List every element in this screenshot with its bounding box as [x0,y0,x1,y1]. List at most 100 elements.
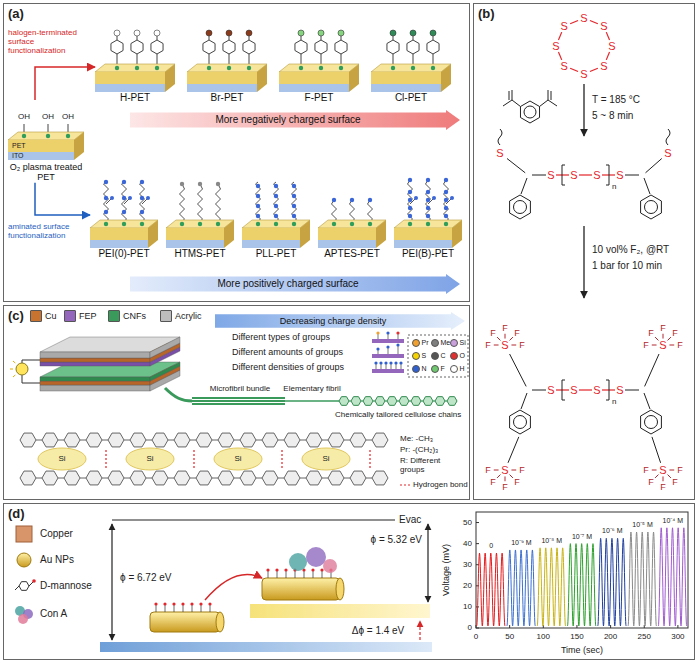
slab-side [452,220,462,248]
repeat-index: n [612,182,616,191]
mannose-ligand [172,602,175,605]
substrate: F-PET [279,28,359,104]
mannose-ligand [174,605,175,612]
mannose-ligand [199,602,202,605]
glucose-ring [306,433,322,447]
substrate: O₂ plasma treated PET [8,100,84,183]
reaction-arrow [583,226,584,298]
group-stick [378,350,379,354]
layer-label: ITO [12,152,24,160]
fluorine-bond [510,475,513,478]
mannose-ligand [183,605,184,612]
glycosidic-bond [278,440,284,441]
legend-item: S [412,352,426,360]
tick-label: 0 [468,623,472,632]
bond-line [548,90,549,100]
energy-arrow [427,524,428,602]
halogen-atom [206,30,212,36]
substrate: Cl-PET [371,28,451,104]
edge-label: aminated surface functionalization [8,222,88,240]
cellulose-unit [411,397,421,406]
linker-bond [341,36,342,40]
atom-label: S [547,169,554,182]
bond-line [644,393,650,409]
anchor-atom [350,222,354,226]
slab-top [318,220,386,228]
voltage-trace [537,548,565,626]
group-dot [376,347,379,350]
atom-label: F [672,328,678,338]
benzene-ring [641,195,662,219]
graft-highlight [38,448,86,470]
substrate-illustration [187,28,267,92]
mannose-icon [19,582,29,591]
amine-group [444,198,448,202]
cellulose-unit [351,397,361,406]
legend-text: F [441,365,445,373]
linker-bond [393,36,394,40]
mannose-ligand [181,602,184,605]
glucose-ring [196,433,212,447]
protein-icon [18,614,28,624]
amine-group [408,178,412,182]
mannose-ligand [266,568,269,571]
legend-text: Me [441,339,451,347]
device-layer [40,385,150,391]
substrate-label: O₂ plasma treated PET [8,162,84,183]
anchor-atom [66,134,70,138]
group-stick [396,364,397,369]
copper-icon [16,526,32,542]
alkyl-chain [216,184,221,224]
anchor-atom [122,222,126,226]
slab-top [90,220,158,228]
atom-label: S [570,169,577,182]
group-dot [399,361,402,364]
fluorine-bond [669,345,674,346]
glycosidic-bond [234,440,240,441]
aromatic-circle [524,106,536,118]
legend-swatch [412,339,420,347]
atom-label: Si [322,454,329,463]
amine-group [274,204,278,208]
glycosidic-bond [366,478,372,479]
legend-swatch [450,339,458,347]
cellulose-unit [447,397,457,406]
microfibril [192,403,285,405]
amine-group [292,214,296,218]
substrate-label: PEI(0)-PET [90,248,158,260]
structure-label: Chemically tailored cellulose chains [335,410,465,419]
pet-layer [318,228,376,240]
legend-text: CNFs [123,311,146,321]
glucose-ring [328,471,344,485]
ito-layer [166,240,224,248]
bond-line [512,100,520,107]
legend-text: Con A [40,608,67,620]
halogen-atom [226,30,232,36]
benzene-ring [335,40,347,54]
pet-layer [371,72,441,84]
glycosidic-bond [146,478,152,479]
device-layer [40,362,150,366]
legend-item: Au NPs [40,554,74,566]
group-stick [376,364,377,369]
group-stick [378,334,379,339]
mannose-ligand [320,568,323,571]
glucose-ring [350,433,366,447]
anchor-atom [135,66,139,70]
glucose-ring [196,471,212,485]
glucose-ring [152,433,168,447]
halogen-atom [114,30,120,36]
hydrogen-bond [105,450,106,468]
halogen-atom [338,30,344,36]
elementary-fibril [285,400,339,402]
group-stick [401,364,402,369]
glycosidic-bond [36,478,42,479]
connector-arrow [35,183,90,215]
energy-label: ϕ = 5.32 eV [371,534,422,546]
pet-layer [95,72,165,84]
glucose-ring [20,471,36,485]
atom-label: F [648,328,654,338]
mannose-icon [15,586,19,590]
hydrogen-bond [193,450,194,468]
legend-swatch [30,310,42,322]
